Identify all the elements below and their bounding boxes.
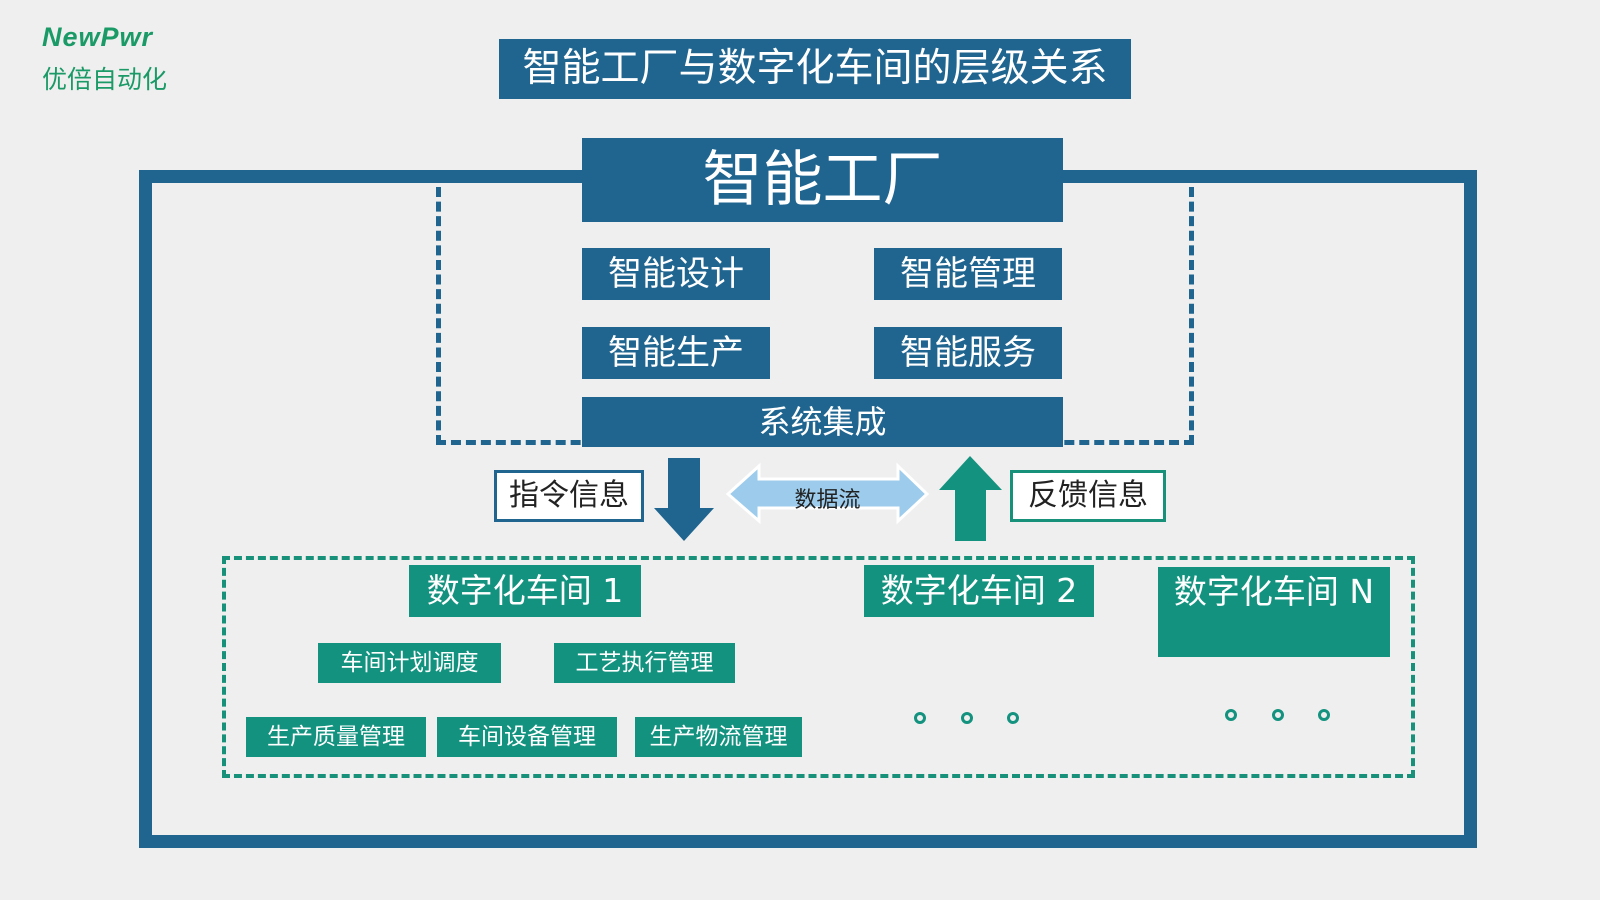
- ellipsis-dot: [1318, 709, 1330, 721]
- smart-design-box: 智能设计: [582, 248, 770, 300]
- smart-production-box: 智能生产: [582, 327, 770, 379]
- smart-factory-header: 智能工厂: [582, 138, 1063, 222]
- digital-workshop-1: 数字化车间 1: [409, 565, 641, 617]
- smart-management-box: 智能管理: [874, 248, 1062, 300]
- module-quality-management: 生产质量管理: [246, 717, 426, 757]
- module-plan-scheduling: 车间计划调度: [318, 643, 501, 683]
- dataflow-label: 数据流: [794, 488, 861, 513]
- module-process-execution: 工艺执行管理: [554, 643, 735, 683]
- workshop-dashed-zone: [222, 556, 1415, 778]
- module-logistics-management: 生产物流管理: [635, 717, 802, 757]
- ellipsis-dot: [1225, 709, 1237, 721]
- brand-name-cn: 优倍自动化: [42, 65, 168, 94]
- system-integration-box: 系统集成: [582, 397, 1063, 447]
- dataflow-double-arrow: [725, 462, 930, 525]
- brand-logo: NewPwr: [42, 22, 154, 52]
- module-equipment-management: 车间设备管理: [437, 717, 617, 757]
- command-down-arrow: [654, 458, 714, 541]
- ellipsis-dot: [914, 712, 926, 724]
- ellipsis-dot: [1007, 712, 1019, 724]
- ellipsis-dot: [961, 712, 973, 724]
- page-title: 智能工厂与数字化车间的层级关系: [499, 39, 1131, 99]
- command-info-label: 指令信息: [494, 470, 644, 522]
- smart-service-box: 智能服务: [874, 327, 1062, 379]
- ellipsis-dot: [1272, 709, 1284, 721]
- outer-frame: [139, 170, 1477, 848]
- digital-workshop-2: 数字化车间 2: [864, 565, 1094, 617]
- feedback-up-arrow: [939, 456, 1002, 541]
- feedback-info-label: 反馈信息: [1010, 470, 1166, 522]
- digital-workshop-n: 数字化车间 N: [1158, 567, 1390, 657]
